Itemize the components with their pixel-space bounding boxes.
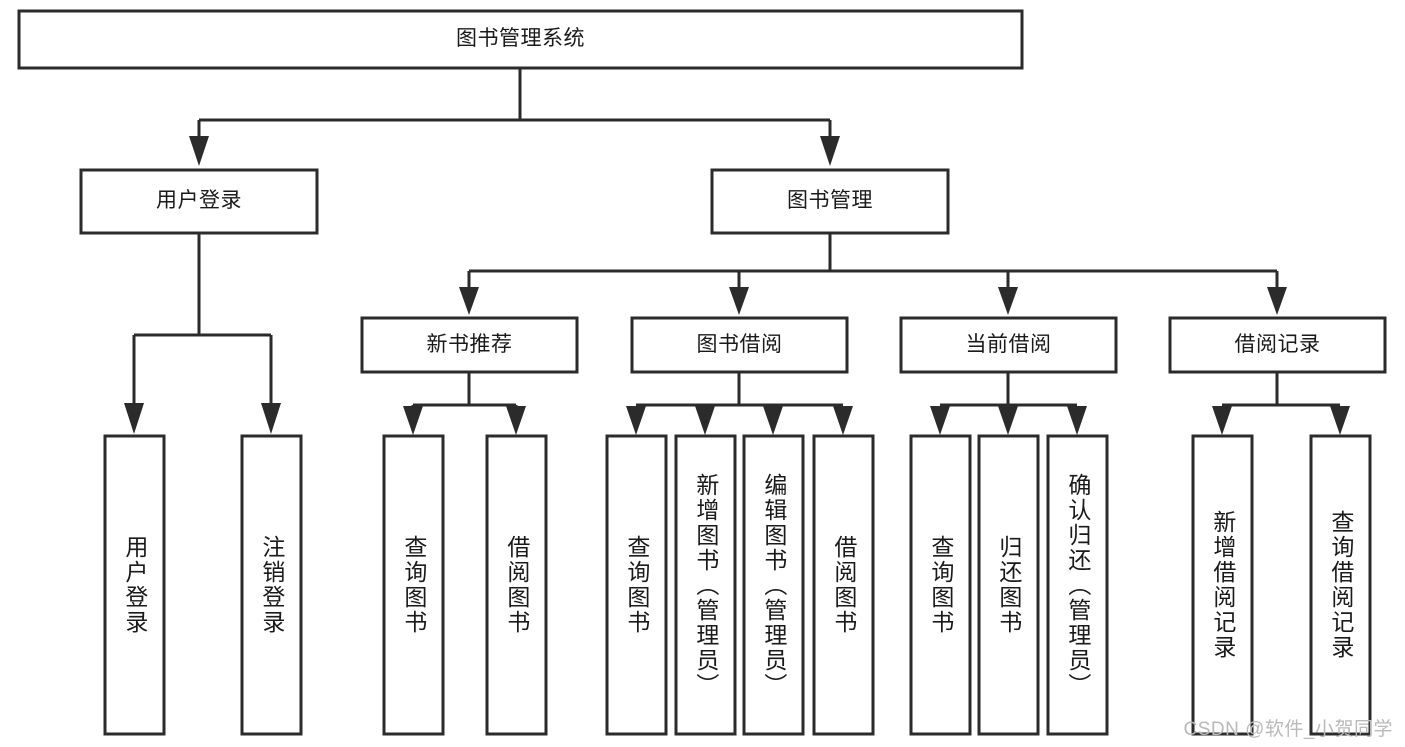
leaf-box-borrow-3[interactable] <box>742 434 805 736</box>
arrow-head-level3-4 <box>1267 287 1287 315</box>
arrow-head-record-2 <box>1330 406 1350 435</box>
arrow-head-level2-1 <box>189 136 209 166</box>
arrow-head-borrow-1 <box>626 406 646 435</box>
node-box-book-borrow[interactable] <box>630 316 849 374</box>
arrow-head-record-1 <box>1212 406 1232 435</box>
arrow-head-level3-2 <box>729 287 749 315</box>
leaf-box-user-login-2[interactable] <box>240 434 303 736</box>
arrow-head-current-2 <box>998 406 1018 435</box>
arrow-head-borrow-2 <box>695 406 715 435</box>
node-box-current-borrow[interactable] <box>899 316 1118 374</box>
arrow-head-level2-2 <box>820 136 840 166</box>
arrow-head-recommend-2 <box>506 406 526 435</box>
arrow-head-current-3 <box>1067 406 1087 435</box>
arrow-head-level3-3 <box>998 287 1018 315</box>
node-box-book-manage[interactable] <box>710 168 950 235</box>
leaf-box-recommend-1[interactable] <box>382 434 445 736</box>
node-box-new-book-recommend[interactable] <box>360 316 579 374</box>
leaf-box-borrow-2[interactable] <box>674 434 737 736</box>
leaf-box-record-1[interactable] <box>1191 434 1254 736</box>
arrow-head-borrow-3 <box>763 406 783 435</box>
leaf-box-current-3[interactable] <box>1046 434 1109 736</box>
node-box-borrow-record[interactable] <box>1168 316 1387 374</box>
arrow-head-current-1 <box>930 406 950 435</box>
node-box-root[interactable] <box>17 9 1024 70</box>
node-box-user-login[interactable] <box>79 168 319 235</box>
leaf-box-borrow-1[interactable] <box>605 434 668 736</box>
arrow-head-user-login-2 <box>261 403 281 434</box>
leaf-box-record-2[interactable] <box>1309 434 1372 736</box>
arrow-head-recommend-1 <box>403 406 423 435</box>
arrow-head-user-login-1 <box>124 403 144 434</box>
leaf-box-recommend-2[interactable] <box>485 434 548 736</box>
leaf-box-current-2[interactable] <box>977 434 1040 736</box>
arrow-head-level3-1 <box>459 287 479 315</box>
leaf-box-user-login-1[interactable] <box>103 434 166 736</box>
arrow-head-borrow-4 <box>833 406 853 435</box>
leaf-box-borrow-4[interactable] <box>812 434 875 736</box>
leaf-box-current-1[interactable] <box>909 434 972 736</box>
